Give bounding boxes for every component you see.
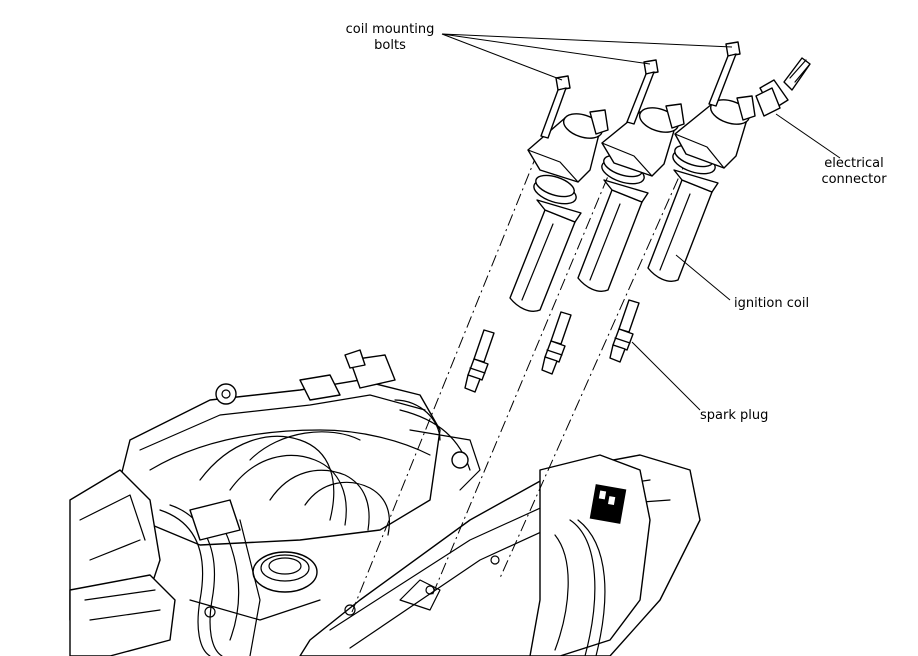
label-electrical-connector-line2: connector xyxy=(821,172,887,187)
label-spark-plug: spark plug xyxy=(700,408,769,423)
spark-plug-icon xyxy=(464,329,495,393)
spark-plug-icon xyxy=(541,311,572,375)
coil-icon xyxy=(577,103,685,292)
label-coil-mounting-bolts-line1: coil mounting xyxy=(345,22,435,37)
label-coil-mounting-bolts-line2: bolts xyxy=(374,38,406,53)
connector-icon xyxy=(755,57,811,117)
label-ignition-coil: ignition coil xyxy=(734,296,810,311)
spark-plug-icon xyxy=(609,299,640,363)
label-coil-mounting-bolts: coil mounting bolts xyxy=(340,22,440,54)
leader-lines xyxy=(441,33,841,411)
coil-icon xyxy=(647,95,756,282)
coil-icon xyxy=(509,109,609,312)
bolt-icon xyxy=(708,41,741,107)
label-electrical-connector: electrical connector xyxy=(812,156,896,188)
label-electrical-connector-line1: electrical xyxy=(824,156,884,171)
engine-icon xyxy=(69,349,701,656)
